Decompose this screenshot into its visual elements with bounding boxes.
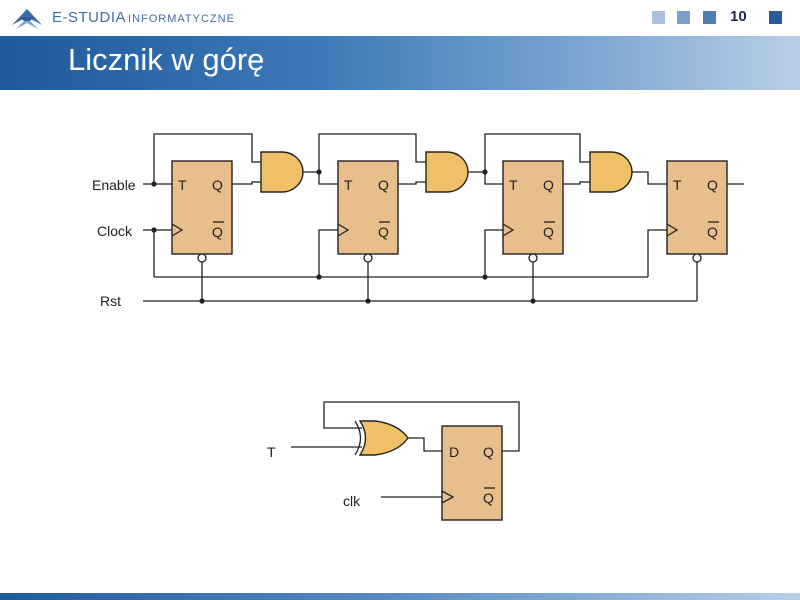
ff4-pin-qbar: Q (707, 224, 718, 240)
ff4-pin-q: Q (707, 177, 718, 193)
d-flipflop (441, 425, 503, 521)
logo-icon (12, 9, 42, 29)
ff3-pin-q: Q (543, 177, 554, 193)
ff1-pin-t: T (178, 177, 187, 193)
dff-pin-q: Q (483, 444, 494, 460)
clock-label: Clock (97, 223, 133, 239)
title-bar (0, 36, 800, 90)
ff3-pin-t: T (509, 177, 518, 193)
enable-label: Enable (92, 177, 136, 193)
clk-input-label: clk (343, 493, 361, 509)
brand-sub: INFORMATYCZNE (128, 13, 235, 25)
ff1-pin-q: Q (212, 177, 223, 193)
counter-diagram: T Q Q T Q Q T Q Q T Q Q (92, 133, 744, 309)
dff-pin-qbar: Q (483, 490, 494, 506)
ff2-pin-q: Q (378, 177, 389, 193)
header-square-2 (677, 11, 690, 24)
footer-bar (0, 593, 800, 600)
slide-title: Licznik w górę (68, 42, 265, 77)
brand-main: E-STUDIA (52, 9, 127, 26)
flipflop-3: T Q Q (502, 160, 564, 255)
header-square-4 (769, 11, 782, 24)
header-square-1 (652, 11, 665, 24)
ff2-pin-t: T (344, 177, 353, 193)
t-input-label: T (267, 444, 276, 460)
dff-pin-d: D (449, 444, 459, 460)
xor-gate (358, 420, 409, 456)
ff1-pin-qbar: Q (212, 224, 223, 240)
page-number: 10 (730, 8, 747, 25)
flipflop-1: T Q Q (171, 160, 233, 255)
reset-label: Rst (100, 293, 121, 309)
and-gate-2 (425, 151, 469, 193)
ff4-pin-t: T (673, 177, 682, 193)
flipflop-2: T Q Q (337, 160, 399, 255)
flipflop-4: T Q Q (666, 160, 728, 255)
and-gate-3 (589, 151, 633, 193)
ff2-pin-qbar: Q (378, 224, 389, 240)
tff-diagram: D Q Q T clk (267, 401, 520, 521)
header-square-3 (703, 11, 716, 24)
and-gate-1 (260, 151, 304, 193)
ff3-pin-qbar: Q (543, 224, 554, 240)
